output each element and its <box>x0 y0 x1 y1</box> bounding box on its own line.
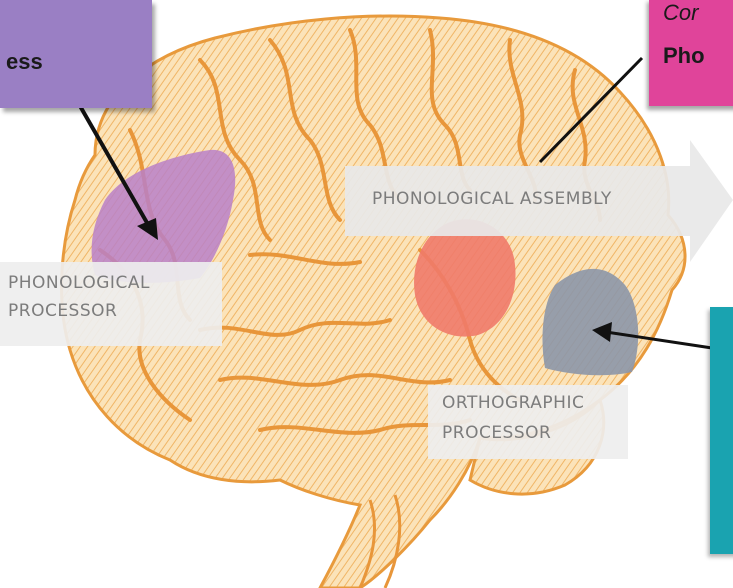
pink-callout-line1: Cor <box>663 0 698 26</box>
teal-callout-box <box>710 307 733 554</box>
pink-callout-box: Cor Pho <box>649 0 733 106</box>
phonological-assembly-label: PHONOLOGICAL ASSEMBLY <box>372 188 612 210</box>
purple-callout-box: ess <box>0 0 152 108</box>
orthographic-processor-label-line2: PROCESSOR <box>442 422 551 444</box>
orthographic-processor-region <box>542 269 638 375</box>
phonological-processor-label-line1: PHONOLOGICAL <box>8 272 150 294</box>
orthographic-processor-label-line1: ORTHOGRAPHIC <box>442 392 584 414</box>
phonological-processor-label-line2: PROCESSOR <box>8 300 117 322</box>
purple-callout-text: ess <box>6 49 43 75</box>
pink-callout-line2: Pho <box>663 43 705 69</box>
